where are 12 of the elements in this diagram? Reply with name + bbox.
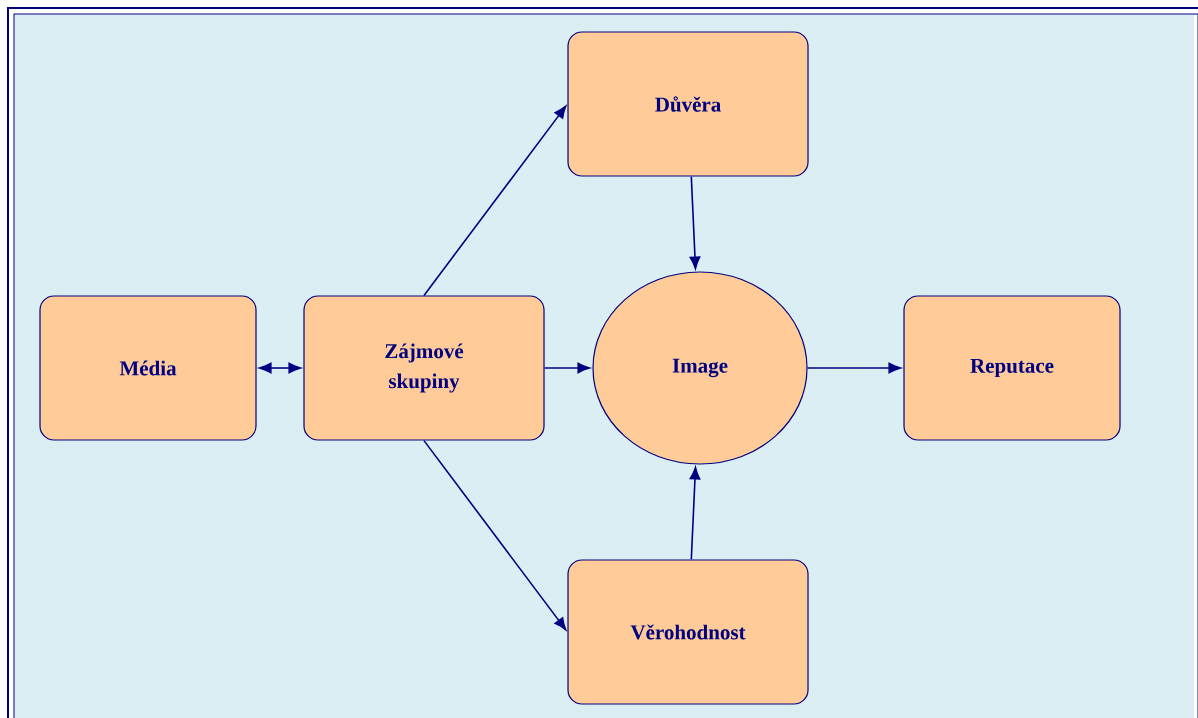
- arrow: [423, 439, 567, 631]
- arrow: [258, 362, 302, 374]
- arrow: [689, 175, 701, 270]
- arrow: [543, 362, 591, 374]
- process-box: Reputace: [903, 295, 1121, 441]
- process-box: Důvěra: [567, 31, 809, 177]
- arrow: [689, 466, 701, 561]
- arrow: [806, 362, 902, 374]
- process-box: Věrohodnost: [567, 559, 809, 705]
- process-box: Zájmové skupiny: [303, 295, 545, 441]
- process-box: Média: [39, 295, 257, 441]
- arrow: [423, 105, 567, 297]
